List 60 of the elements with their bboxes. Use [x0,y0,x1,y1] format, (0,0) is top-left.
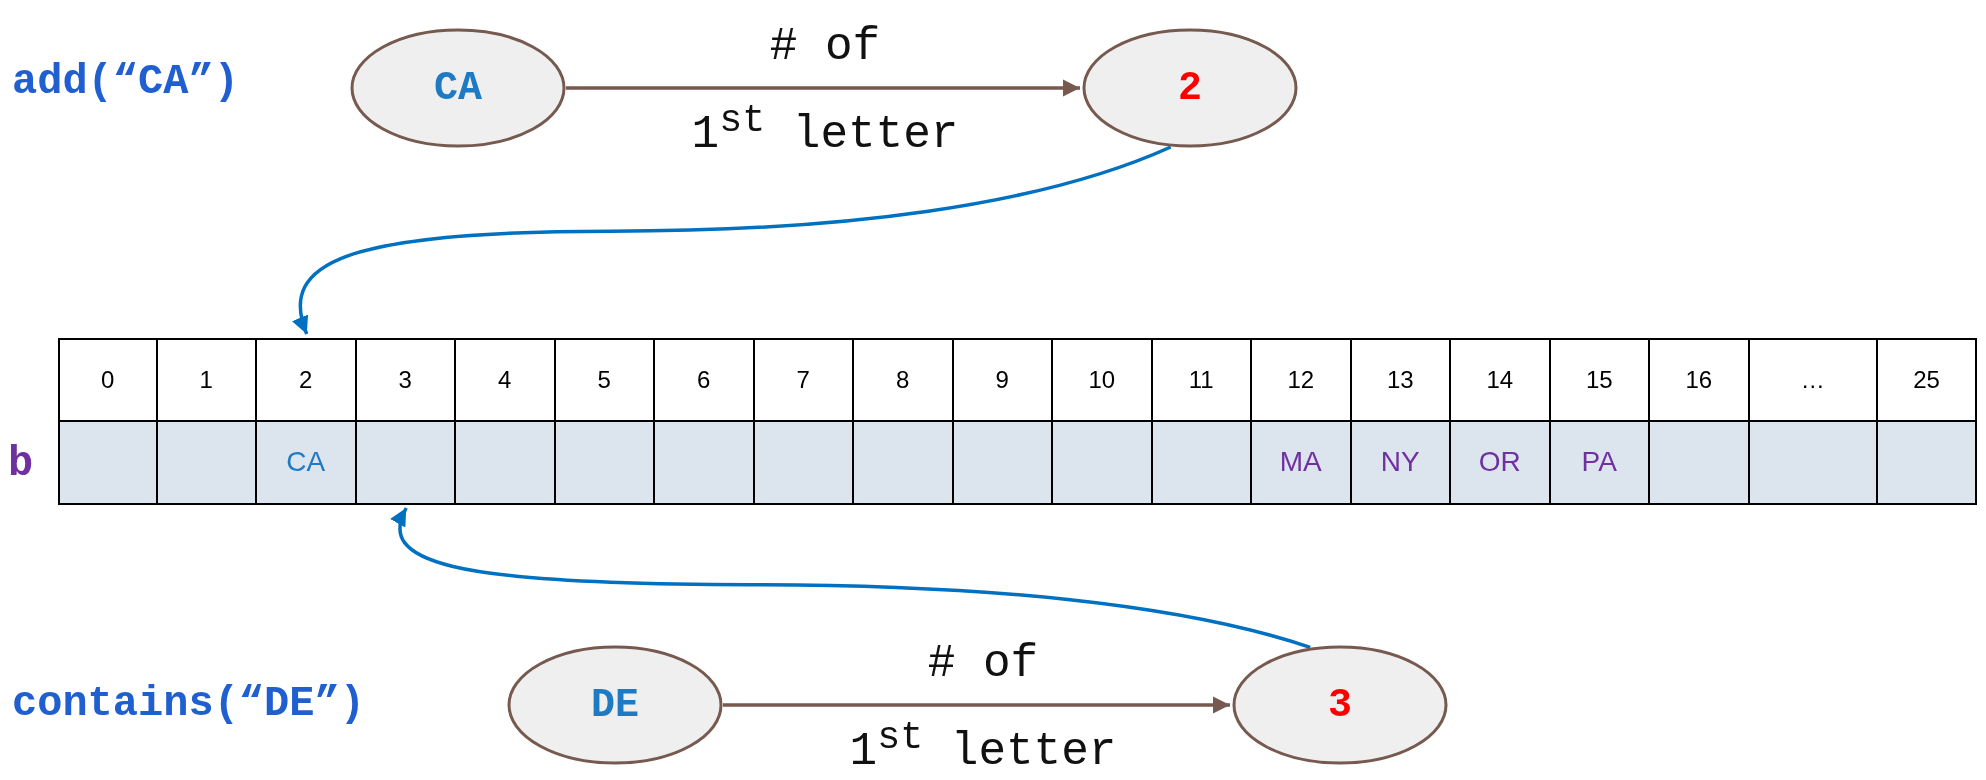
index-number: 6 [696,366,712,394]
index-number: 25 [1912,366,1941,394]
array-column [854,338,954,505]
arrow [566,79,1080,97]
call-label: contains(“DE”) [12,680,365,728]
ellipse-node [507,645,723,765]
ellipse-node [1232,645,1448,765]
index-number: 16 [1684,366,1714,394]
slot-value: PA [1580,446,1618,478]
edge-label: # of 1$^{st}$ letter [848,637,1118,780]
arrow [723,696,1230,714]
arrow [391,507,1311,649]
index-number: 4 [497,366,513,394]
slot-value: CA [285,446,327,478]
arrow [293,145,1172,335]
array-column [953,338,1053,505]
array-column [1252,338,1352,505]
array-name: b [8,440,34,488]
array-column [1550,338,1650,505]
index-number: 2 [298,366,314,394]
array-column [1878,338,1977,505]
node-text: CA [434,65,482,111]
array-column [1650,338,1750,505]
index-number: 9 [994,366,1010,394]
array-column [1749,338,1878,505]
ellipse-node [1082,28,1298,148]
array-column [456,338,556,505]
array-column [157,338,257,505]
array-column [555,338,655,505]
array-column [754,338,854,505]
edge-label: # of 1$^{st}$ letter [690,20,960,164]
node-text: 2 [1178,65,1202,111]
index-number: 14 [1485,366,1515,394]
node-text: 3 [1328,682,1352,728]
array-column [655,338,755,505]
array-column [257,338,357,505]
slot-value: MA [1278,446,1323,478]
index-number: 0 [100,366,116,394]
array-column [1351,338,1451,505]
index-number: … [1799,366,1826,394]
array-column [1451,338,1551,505]
array-column [356,338,456,505]
index-number: 3 [397,366,413,394]
node-text: DE [591,682,639,728]
call-label: add(“CA”) [12,58,239,106]
array-column [1053,338,1153,505]
slot-value: NY [1379,446,1421,478]
index-number: 15 [1584,366,1614,394]
index-number: 5 [596,366,612,394]
index-number: 11 [1187,366,1215,394]
array-column [58,338,158,505]
index-number: 8 [895,366,911,394]
index-number: 12 [1286,366,1316,394]
index-number: 1 [198,366,214,394]
index-number: 10 [1087,366,1117,394]
index-number: 13 [1385,366,1415,394]
index-number: 7 [795,366,811,394]
ellipse-node [350,28,566,148]
slot-value: OR [1477,446,1522,478]
array-column [1152,338,1252,505]
